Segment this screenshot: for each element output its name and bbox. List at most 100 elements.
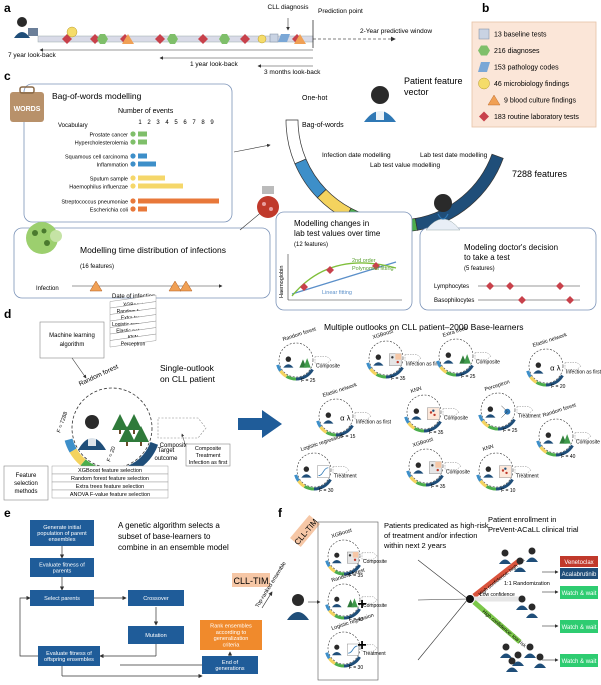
tree-trunk [126, 442, 128, 446]
patient-body-icon [524, 653, 536, 658]
target-outcome-stack [185, 443, 231, 467]
learner-arc [325, 431, 337, 437]
target-arrow-icon [314, 356, 332, 364]
bow-row-icon [130, 139, 136, 145]
ga-box-label: criteria [223, 642, 241, 648]
learner-arc [495, 478, 514, 491]
learner-arc [545, 374, 564, 387]
learner-arc [335, 424, 354, 437]
timeline-events [62, 26, 306, 44]
predicted-title-1: Patients predicated as high-risk [384, 521, 489, 530]
learner-arc [366, 362, 372, 370]
patient-icon [508, 657, 516, 665]
predicted-title-2: of treatment and/or infection [384, 531, 477, 540]
segment-one-hot: One-hot [302, 95, 327, 102]
target-arrow-icon [157, 417, 207, 439]
patient-body-icon [506, 667, 518, 672]
segment-bow: Bag-of-words [302, 122, 344, 129]
scatter-dot [433, 413, 436, 417]
bow-row-label: Sputum sample [90, 177, 128, 183]
bow-bar [138, 175, 165, 181]
target-arrow-icon [361, 644, 378, 652]
learner-ring [538, 418, 574, 454]
fs-stack-item [51, 489, 169, 499]
infection-marker-icon [168, 280, 182, 292]
learner-arc [478, 414, 484, 422]
scatter-dot [432, 409, 435, 412]
target-arrow-icon [332, 466, 350, 474]
tree-icon [563, 434, 571, 444]
learner-target-label: Composite [363, 603, 387, 609]
learner-arc [413, 427, 425, 433]
learner-arc [423, 420, 442, 433]
haemoglobin-label: Haemoglobin [279, 266, 285, 298]
learner-arc [325, 652, 331, 660]
learner-arc [328, 657, 336, 665]
ga-box-label: Evaluate fitness of [39, 562, 85, 568]
bow-tick-label: 8 [201, 120, 205, 126]
scatter-dot [396, 360, 399, 364]
patient-body-icon [485, 414, 496, 418]
patient-body-icon [411, 416, 422, 420]
target-arrow-icon [564, 362, 582, 370]
tree-icon [463, 354, 471, 364]
learner-f-label: F = 20 [106, 446, 117, 463]
bow-row-icon [130, 183, 136, 189]
patient-avatar-icon [334, 552, 340, 558]
bow-row-label: Hypercholesterolemia [75, 141, 129, 147]
patient-body-icon [283, 364, 294, 368]
patient-body-icon [499, 559, 511, 564]
legend-square-icon [478, 28, 490, 40]
multi-outlook-title: Multiple outlooks on CLL patient–2000 Ba… [324, 322, 524, 332]
target-outcome-label-2: outcome [154, 456, 178, 462]
learner-f-label: F = 35 [391, 376, 406, 382]
target-arrow-icon [574, 432, 592, 440]
lab-change-subtitle: (12 features) [294, 242, 328, 248]
watch-wait-label: Watch & wait [562, 659, 597, 665]
outcome-treatment: Treatment [196, 453, 221, 459]
plus-sign: + [357, 637, 366, 654]
learner-arc [64, 438, 77, 453]
panel-e-label: e [4, 506, 11, 520]
learner-target-label: Treatment [334, 474, 357, 480]
ga-box-label: Evaluate fitness of [46, 651, 92, 657]
ga-box-label: according to [216, 630, 246, 636]
lab-change-title-1: Modelling changes in [294, 219, 369, 228]
bow-bar [138, 153, 147, 159]
venetoclax-label: Venetoclax [564, 560, 593, 566]
bow-row-icon [130, 198, 136, 204]
high-risk-arrow [472, 558, 522, 598]
scatter-dot [353, 558, 357, 562]
learner-arc [406, 470, 412, 478]
panel-a-label: a [4, 1, 11, 15]
feature-count: 7288 features [512, 169, 568, 179]
ga-box [200, 620, 262, 650]
patient-avatar-icon [375, 354, 382, 360]
patient-avatar-icon [487, 406, 494, 412]
low-conf-label: Low confidence [480, 592, 515, 598]
lookback-1-label: 1 year look-back [190, 61, 238, 68]
panel-c: c WORDS Bag-of-words modelling Number of… [4, 69, 597, 311]
ga-box [30, 520, 94, 546]
patient-avatar-icon [325, 412, 332, 418]
patient-icon [518, 595, 526, 603]
learner-f-label: F = 20 [551, 384, 566, 390]
patient-icon [528, 603, 536, 611]
perceptron-edge [501, 411, 508, 418]
cll-tim-badge [232, 573, 270, 587]
cll-tim-label: CLL-TIM [233, 576, 268, 586]
legend-label: 13 baseline tests [494, 32, 547, 39]
learner-target-label: Treatment [516, 474, 539, 480]
learner-ring [408, 448, 444, 484]
learner-f-label: F = 30 [349, 665, 364, 671]
learner-arc [343, 656, 361, 668]
learner-name-label: Elastic network [532, 332, 568, 349]
knn-plot-icon [427, 407, 440, 420]
